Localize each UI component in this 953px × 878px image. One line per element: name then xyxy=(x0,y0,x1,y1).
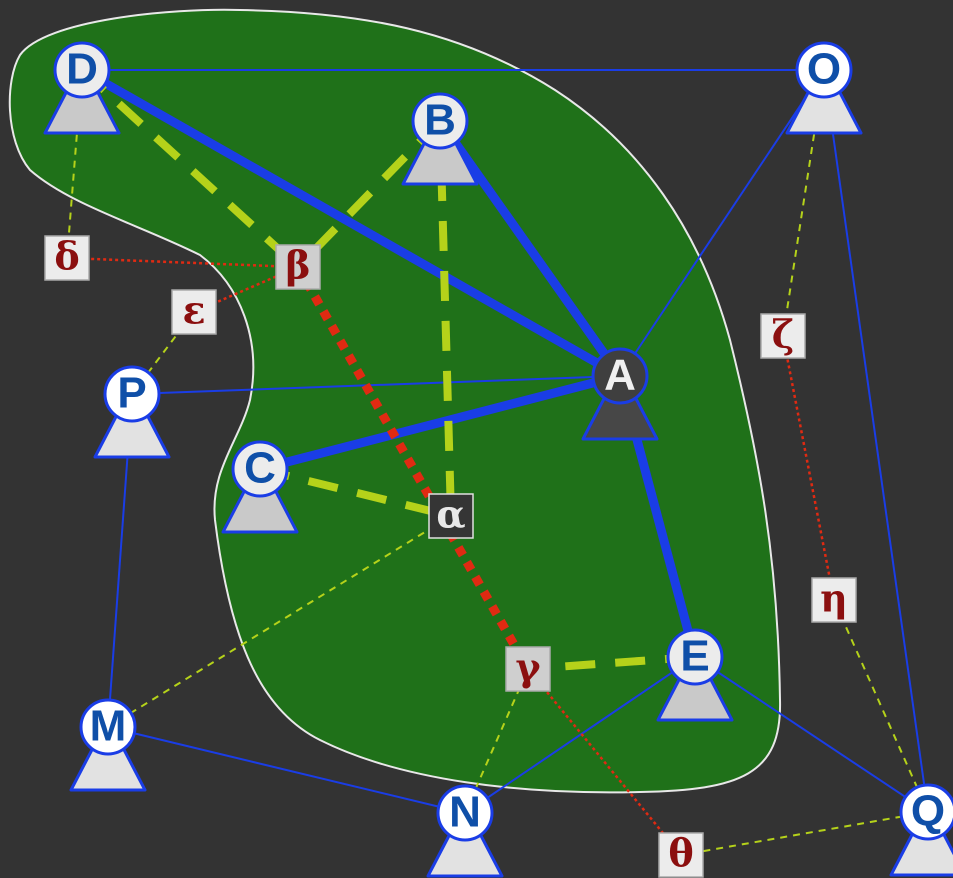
node-circle-M xyxy=(79,698,137,756)
greek-box-zeta xyxy=(760,313,806,359)
greek-box-theta xyxy=(658,832,704,878)
node-label-D: D xyxy=(66,45,98,94)
greek-node-theta: θ xyxy=(658,831,704,878)
node-A: A xyxy=(581,347,659,441)
greek-node-beta: β xyxy=(275,243,321,290)
node-circle-O xyxy=(795,41,853,99)
edge-B-alpha xyxy=(436,120,455,517)
edge-B-beta xyxy=(295,118,443,270)
greek-node-zeta: ζ xyxy=(760,312,806,359)
greek-label-eta: η xyxy=(820,576,848,621)
node-label-N: N xyxy=(449,788,481,837)
greek-node-eta: η xyxy=(811,576,857,623)
edge-B-A xyxy=(436,118,624,379)
greek-label-zeta: ζ xyxy=(772,312,795,357)
greek-box-gamma xyxy=(505,646,551,692)
node-B: B xyxy=(401,92,479,186)
edge-O-A xyxy=(619,69,825,377)
node-circle-P xyxy=(103,365,161,423)
node-circle-Q xyxy=(899,783,953,841)
edge-Q-theta xyxy=(680,811,929,856)
nodes-layer: A B C D E M N O P Q xyxy=(43,41,953,878)
edge-M-N xyxy=(107,726,466,814)
greek-label-theta: θ xyxy=(668,831,693,876)
node-D: D xyxy=(43,41,121,135)
greek-label-beta: β xyxy=(285,243,310,288)
greek-node-gamma: γ xyxy=(505,645,551,692)
node-circle-C xyxy=(231,440,289,498)
highlighted-region xyxy=(8,8,782,794)
node-Q: Q xyxy=(889,783,953,877)
edges-layer xyxy=(66,66,929,856)
greek-node-epsilon: ε xyxy=(171,288,217,335)
greek-label-alpha: α xyxy=(436,492,465,537)
greek-box-epsilon xyxy=(171,289,217,335)
greek-node-delta: δ xyxy=(44,234,90,281)
edge-P-A xyxy=(131,375,621,395)
edge-zeta-eta xyxy=(781,335,836,601)
edge-C-alpha xyxy=(259,465,452,520)
node-label-P: P xyxy=(117,369,146,418)
node-label-Q: Q xyxy=(911,787,945,836)
edge-E-Q xyxy=(694,656,929,813)
greek-node-alpha: α xyxy=(428,492,474,539)
node-circle-D xyxy=(53,41,111,99)
node-M: M xyxy=(69,698,147,792)
node-P: P xyxy=(93,365,171,459)
node-label-M: M xyxy=(90,702,127,751)
greek-label-epsilon: ε xyxy=(182,288,205,333)
greek-box-delta xyxy=(44,235,90,281)
greek-box-beta xyxy=(275,244,321,290)
node-label-O: O xyxy=(807,45,841,94)
greek-layer: α β γ δ ε ζ η θ xyxy=(44,234,857,878)
node-circle-N xyxy=(436,784,494,842)
greek-box-eta xyxy=(811,577,857,623)
edge-D-A xyxy=(79,66,623,380)
node-circle-A xyxy=(591,347,649,405)
edge-C-A xyxy=(258,371,622,474)
node-label-C: C xyxy=(244,444,276,493)
edge-M-alpha xyxy=(107,515,452,728)
greek-label-delta: δ xyxy=(54,234,79,279)
node-label-B: B xyxy=(424,96,456,145)
node-label-E: E xyxy=(680,632,709,681)
node-circle-E xyxy=(666,628,724,686)
node-label-A: A xyxy=(604,351,636,400)
edge-beta-delta xyxy=(66,256,299,269)
node-circle-B xyxy=(411,92,469,150)
greek-label-gamma: γ xyxy=(515,645,541,690)
node-C: C xyxy=(221,440,299,534)
edge-gamma-theta xyxy=(527,668,682,856)
node-N: N xyxy=(426,784,504,878)
edge-N-E xyxy=(464,656,696,814)
edge-O-Q xyxy=(823,69,929,813)
node-E: E xyxy=(656,628,734,722)
node-O: O xyxy=(785,41,863,135)
greek-box-alpha xyxy=(428,493,474,539)
